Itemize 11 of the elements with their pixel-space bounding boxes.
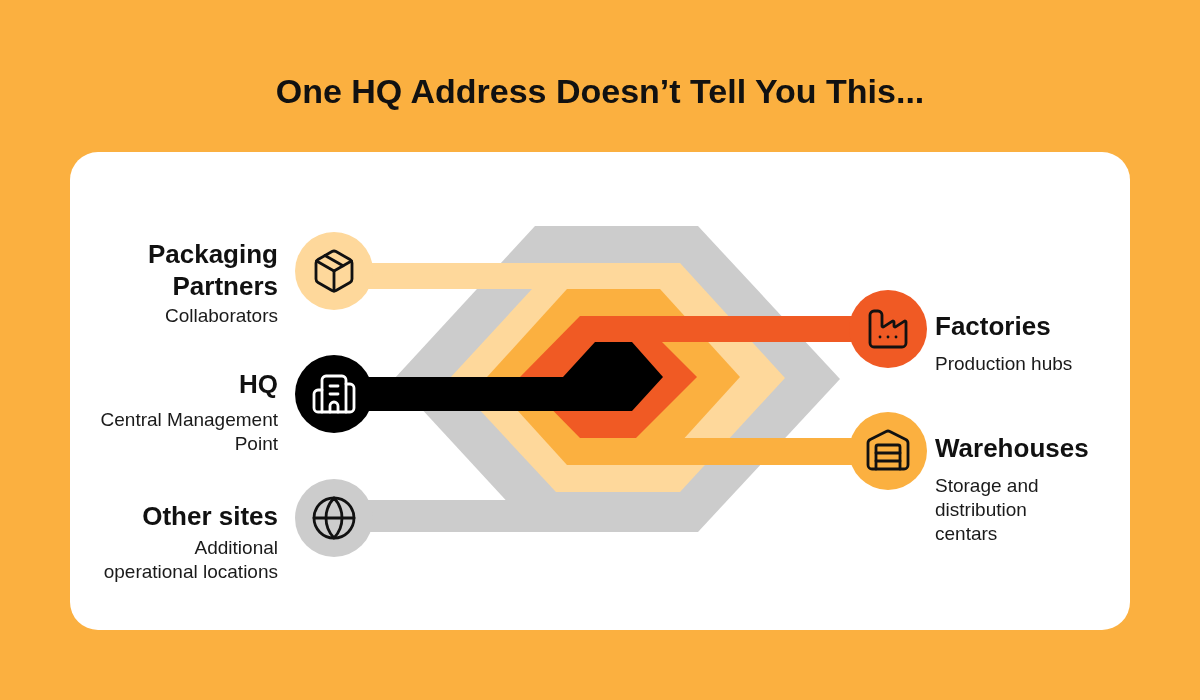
site-title: Other sites — [142, 500, 278, 532]
site-description: Collaborators — [165, 304, 278, 328]
site-title: HQ — [239, 368, 278, 400]
site-description: Central Management Point — [99, 408, 278, 456]
site-description: Storage and distribution centars — [935, 474, 1040, 546]
site-title: Warehouses — [935, 432, 1089, 464]
site-title: Factories — [935, 310, 1051, 342]
site-title: Packaging Partners — [146, 238, 278, 302]
site-description: Production hubs — [935, 352, 1073, 376]
page-title: One HQ Address Doesn’t Tell You This... — [275, 71, 925, 112]
site-description: Additional operational locations — [102, 536, 278, 584]
